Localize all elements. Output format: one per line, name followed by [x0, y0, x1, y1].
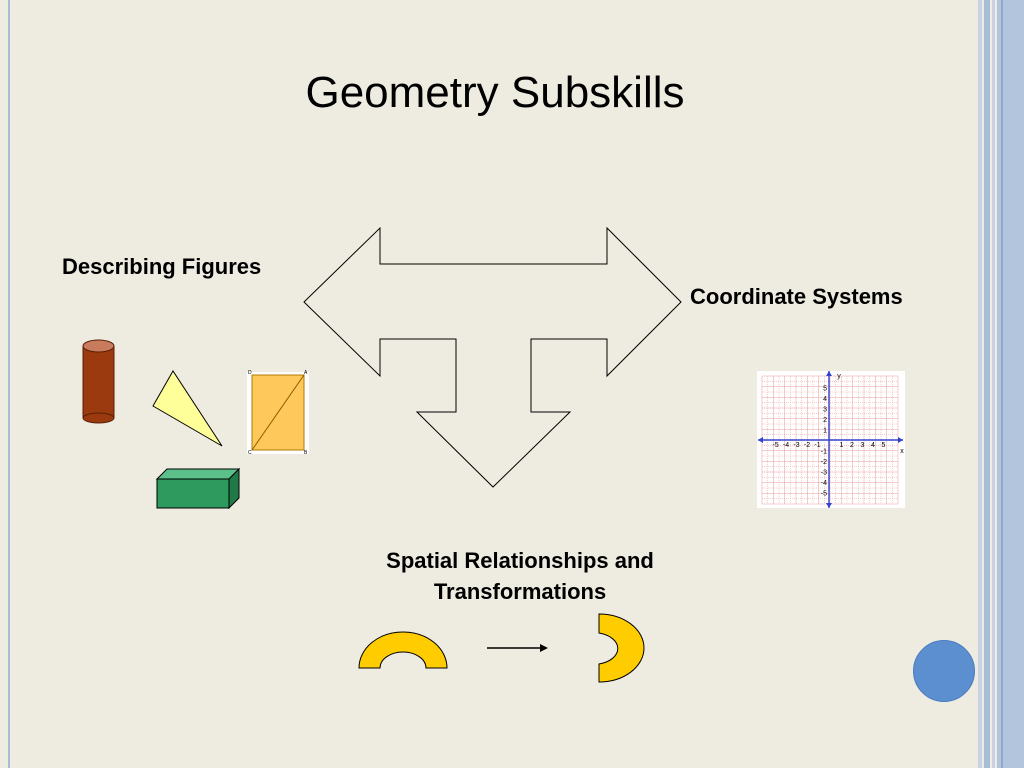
triangle-shape-icon [152, 370, 223, 447]
y-tick-label: 4 [823, 396, 827, 403]
spatial-label-line2: Transformations [433, 579, 607, 604]
y-tick-label: 2 [823, 417, 827, 424]
x-axis-label: x [900, 448, 904, 455]
three-way-arrow-icon [303, 226, 682, 488]
x-tick-label: 5 [882, 442, 886, 449]
vertex-label-b: B [304, 450, 308, 456]
spatial-label-line1: Spatial Relationships and [386, 548, 654, 573]
nav-circle-button[interactable] [913, 640, 975, 702]
vertex-label-c: C [248, 450, 252, 456]
prism-shape-icon [155, 467, 241, 510]
y-tick-label: -4 [821, 480, 827, 487]
vertex-label-a: A [304, 370, 308, 376]
y-tick-label: -5 [821, 491, 827, 498]
y-tick-label: 3 [823, 407, 827, 414]
x-tick-label: -5 [772, 442, 778, 449]
right-border-band [1001, 0, 1003, 768]
y-tick-label: -1 [821, 449, 827, 456]
y-tick-label: -2 [821, 459, 827, 466]
cylinder-shape-icon [82, 339, 115, 424]
coordinate-systems-label: Coordinate Systems [690, 284, 903, 309]
axis-arrowhead [898, 437, 903, 443]
axis-arrowhead [758, 437, 763, 443]
x-tick-label: 3 [861, 442, 865, 449]
x-tick-label: -4 [783, 442, 789, 449]
x-tick-label: -3 [793, 442, 799, 449]
x-tick-label: 1 [840, 442, 844, 449]
right-border-band [978, 0, 982, 768]
axis-arrowhead [826, 503, 832, 508]
y-axis-label: y [837, 373, 841, 380]
axis-arrowhead [826, 371, 832, 376]
y-tick-label: -3 [821, 470, 827, 477]
y-tick-label: 5 [823, 386, 827, 393]
x-tick-label: 4 [871, 442, 875, 449]
y-tick-label: 1 [823, 428, 827, 435]
spatial-relationships-label: Spatial Relationships and Transformation… [340, 545, 700, 607]
right-arrow-icon [487, 644, 548, 652]
x-tick-label: -1 [814, 442, 820, 449]
arc-shape-icon [358, 631, 448, 669]
x-tick-label: -2 [804, 442, 810, 449]
vertex-label-d: D [248, 370, 252, 376]
describing-figures-label: Describing Figures [62, 254, 262, 279]
slide-title: Geometry Subskills [305, 68, 685, 117]
arc-shape-rotated-icon [598, 613, 645, 683]
left-border-rule [8, 0, 10, 768]
rectangle-shape-icon: D A C B [247, 370, 309, 456]
right-border-band [992, 0, 995, 768]
right-border-band [984, 0, 990, 768]
x-tick-label: 2 [850, 442, 854, 449]
